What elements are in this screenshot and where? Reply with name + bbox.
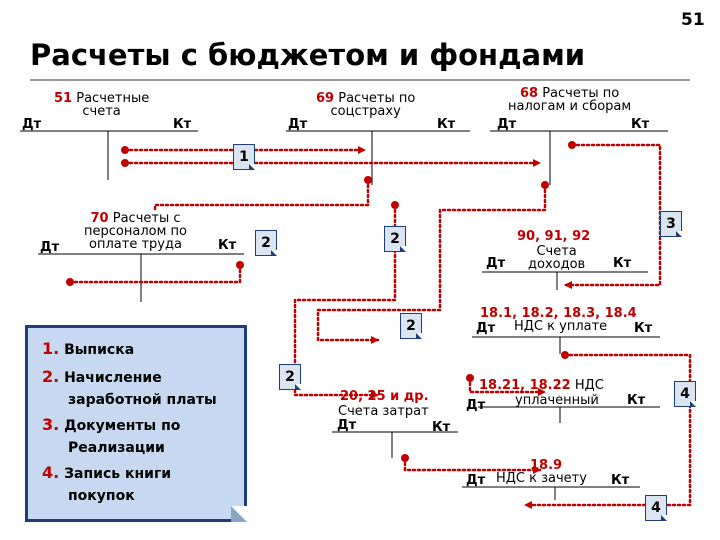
badge-4: 4 — [674, 381, 696, 407]
flow-2-70-to-69 — [153, 178, 370, 212]
account-70-number: 70 — [90, 211, 109, 226]
flow-2-70-to-20 — [68, 263, 242, 284]
account-90-text1: Счета — [536, 244, 577, 259]
account-70-text3: оплате труда — [89, 237, 182, 252]
account-51-label: 51 Расчетные счета — [54, 92, 149, 118]
account-68-text1: Расчеты по — [542, 86, 620, 101]
account-69-text2: соцстраху — [330, 104, 401, 119]
account-18-21-text1: НДС — [574, 378, 604, 393]
account-69-debit: Дт — [288, 117, 308, 132]
t-account-18-1 — [472, 336, 660, 354]
flow-2-69-to-20 — [293, 203, 397, 399]
badge-2: 2 — [384, 226, 406, 252]
t-account-20 — [332, 431, 458, 458]
account-51-number: 51 — [54, 91, 73, 106]
account-20-text: Счета затрат — [338, 404, 429, 419]
badge-1: 1 — [233, 144, 255, 170]
account-18-21-debit: Дт — [466, 398, 486, 413]
account-68-credit: Кт — [631, 117, 650, 132]
badge-3: 3 — [660, 211, 682, 237]
flow-2-68-to-20 — [316, 183, 547, 344]
account-18-9-debit: Дт — [466, 473, 486, 488]
account-18-9-number: 18.9 — [530, 458, 563, 473]
account-51-credit: Кт — [173, 117, 192, 132]
badge-4: 4 — [645, 495, 667, 521]
legend-item: 3. Документы по Реализации — [42, 415, 181, 456]
account-68-debit: Дт — [497, 117, 517, 132]
legend-box: 1. Выписка 2. Начисление заработной плат… — [25, 325, 247, 522]
account-18-9-text: НДС к зачету — [496, 471, 587, 486]
account-69-credit: Кт — [437, 117, 456, 132]
t-account-68 — [490, 130, 668, 185]
flow-4-18-21 — [468, 376, 547, 396]
account-20-debit: Дт — [337, 418, 357, 433]
account-69-label: 69 Расчеты по соцстраху — [316, 92, 415, 118]
account-70-label: 70 Расчеты с персоналом по оплате труда — [84, 212, 187, 251]
page-number: 51 — [681, 10, 705, 30]
account-70-debit: Дт — [40, 240, 60, 255]
badge-2: 2 — [255, 230, 277, 256]
account-90-credit: Кт — [613, 256, 632, 271]
badge-2: 2 — [400, 313, 422, 339]
account-90-text2: доходов — [528, 257, 586, 272]
account-68-number: 68 — [519, 86, 539, 101]
account-90-debit: Дт — [486, 256, 506, 271]
account-20-number: 20, 25 и др. — [340, 389, 429, 404]
page-fold-corner — [231, 506, 247, 522]
account-18-21-number: 18.21, 18.22 — [479, 378, 571, 393]
t-account-18-9 — [462, 486, 640, 500]
flow-4-18-9 — [403, 456, 542, 474]
account-18-21-credit: Кт — [627, 393, 646, 408]
account-51-text2: счета — [82, 104, 121, 119]
account-20-credit: Кт — [432, 420, 451, 435]
account-51-text1: Расчетные — [76, 91, 150, 106]
account-18-1-text: НДС к уплате — [514, 319, 608, 334]
account-70-credit: Кт — [218, 238, 237, 253]
account-90-label: Счета доходов — [528, 245, 585, 271]
t-account-18-21 — [478, 406, 660, 423]
badge-2: 2 — [279, 364, 301, 390]
account-69-number: 69 — [316, 91, 335, 106]
account-70-text2: персоналом по — [84, 224, 187, 239]
t-account-70 — [38, 253, 244, 302]
legend-item: 2. Начисление заработной платы — [42, 367, 217, 408]
account-69-text1: Расчеты по — [338, 91, 416, 106]
page-title: Расчеты с бюджетом и фондами — [30, 38, 586, 72]
t-account-90 — [482, 271, 648, 290]
t-account-51 — [20, 130, 198, 180]
account-68-label: 68 Расчеты по налогам и сборам — [508, 87, 631, 113]
flow-4-18-1 — [523, 353, 692, 509]
legend-item: 1. Выписка — [42, 339, 135, 358]
account-51-debit: Дт — [22, 117, 42, 132]
account-18-1-credit: Кт — [634, 321, 653, 336]
account-18-21-text2: уплаченный — [515, 393, 599, 408]
t-account-69 — [286, 130, 470, 185]
account-18-1-debit: Дт — [476, 321, 496, 336]
legend-item: 4. Запись книги покупок — [42, 463, 172, 504]
account-90-number: 90, 91, 92 — [517, 229, 591, 244]
account-18-21-label: 18.21, 18.22 НДС — [479, 378, 604, 393]
account-18-1-number: 18.1, 18.2, 18.3, 18.4 — [480, 306, 637, 321]
account-70-text1: Расчеты с — [112, 211, 181, 226]
account-68-text2: налогам и сборам — [508, 99, 632, 114]
account-18-9-credit: Кт — [611, 473, 630, 488]
